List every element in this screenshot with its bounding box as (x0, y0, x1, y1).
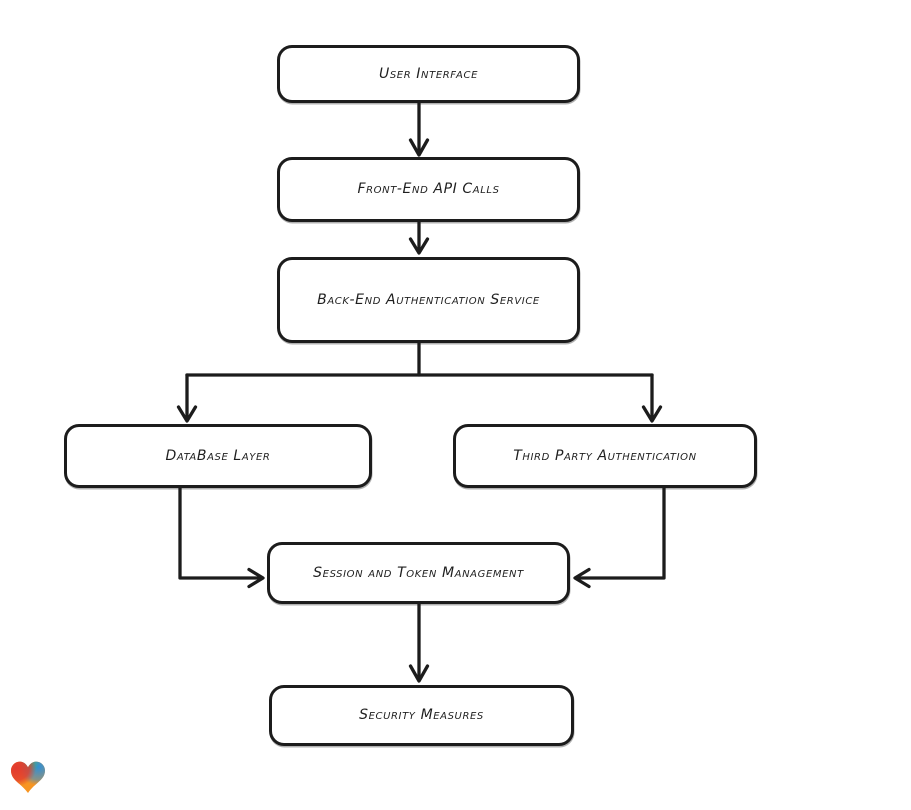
node-label: User Interface (378, 65, 478, 82)
node-label: DataBase Layer (165, 447, 271, 464)
edge-tp-to-st (573, 486, 666, 589)
node-label: Session and Token Management (313, 564, 524, 581)
edge-db-to-st (178, 486, 265, 589)
node-back-end-authentication-service: Back-End Authentication Service (277, 257, 580, 343)
node-third-party-authentication: Third Party Authentication (453, 424, 757, 488)
edge-fe-to-be (408, 220, 430, 255)
edge-st-to-sm (408, 602, 430, 683)
node-label: Front-End API Calls (357, 181, 500, 198)
heart-icon[interactable] (11, 761, 45, 793)
node-label: Security Measures (359, 707, 484, 724)
edge-be-split (176, 341, 663, 423)
edge-ui-to-fe (408, 101, 430, 157)
node-label: Third Party Authentication (513, 447, 697, 464)
node-session-and-token-management: Session and Token Management (267, 542, 570, 604)
node-front-end-api-calls: Front-End API Calls (277, 157, 580, 222)
node-user-interface: User Interface (277, 45, 580, 103)
node-label: Back-End Authentication Service (317, 291, 540, 308)
node-database-layer: DataBase Layer (64, 424, 372, 488)
node-security-measures: Security Measures (269, 685, 574, 746)
